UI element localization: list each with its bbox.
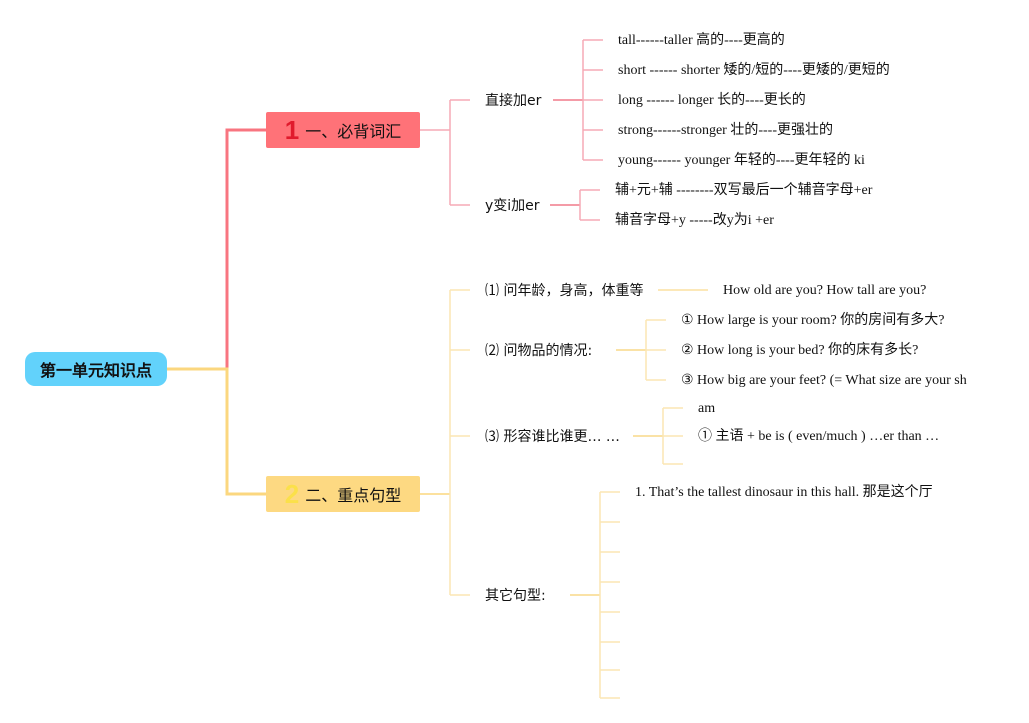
branch-node-vocabulary[interactable]: 1 一、必背词汇	[266, 112, 420, 148]
list-item[interactable]: young------ younger 年轻的----更年轻的 ki	[618, 153, 865, 168]
topic-comparison[interactable]: ⑶ 形容谁比谁更… …	[485, 429, 620, 445]
list-item[interactable]: ③ How big are your feet? (= What size ar…	[681, 373, 967, 388]
topic-other-sentences[interactable]: 其它句型:	[485, 588, 546, 604]
root-label: 第一单元知识点	[39, 361, 152, 380]
list-item[interactable]: ② How long is your bed? 你的床有多长?	[681, 343, 919, 358]
topic-direct-er[interactable]: 直接加er	[485, 93, 542, 109]
list-item[interactable]: long ------ longer 长的----更长的	[618, 93, 806, 108]
topic-y-to-i-er[interactable]: y变i加er	[485, 198, 540, 214]
connectors-branch2-children	[420, 289, 708, 699]
list-item[interactable]: 辅+元+辅 --------双写最后一个辅音字母+er	[615, 183, 873, 198]
number-badge-icon: 1	[284, 114, 300, 145]
branch-label: 一、必背词汇	[305, 122, 402, 141]
list-item[interactable]: strong------stronger 壮的----更强壮的	[618, 123, 833, 138]
list-item[interactable]: 辅音字母+y -----改y为i +er	[615, 213, 774, 228]
root-node[interactable]: 第一单元知识点	[25, 352, 167, 386]
connectors-branch1-children	[420, 39, 603, 221]
topic-ask-age-height[interactable]: ⑴ 问年龄，身高，体重等	[485, 283, 644, 299]
number-badge-icon: 2	[284, 478, 300, 509]
list-item[interactable]: ① How large is your room? 你的房间有多大?	[681, 313, 945, 328]
connector-branch1	[167, 128, 266, 371]
branch-label: 二、重点句型	[305, 486, 402, 505]
list-item[interactable]: How old are you? How tall are you?	[723, 283, 927, 298]
list-item[interactable]: am	[698, 401, 716, 416]
topic-ask-objects[interactable]: ⑵ 问物品的情况:	[485, 343, 593, 359]
branch-node-sentences[interactable]: 2 二、重点句型	[266, 476, 420, 512]
list-item[interactable]: tall------taller 高的----更高的	[618, 33, 785, 48]
list-item[interactable]: ① 主语 + be is ( even/much ) …er than …	[698, 429, 940, 444]
list-item[interactable]: 1. That’s the tallest dinosaur in this h…	[635, 485, 933, 500]
list-item[interactable]: short ------ shorter 矮的/短的----更矮的/更短的	[618, 63, 890, 78]
connector-branch2	[167, 367, 266, 496]
